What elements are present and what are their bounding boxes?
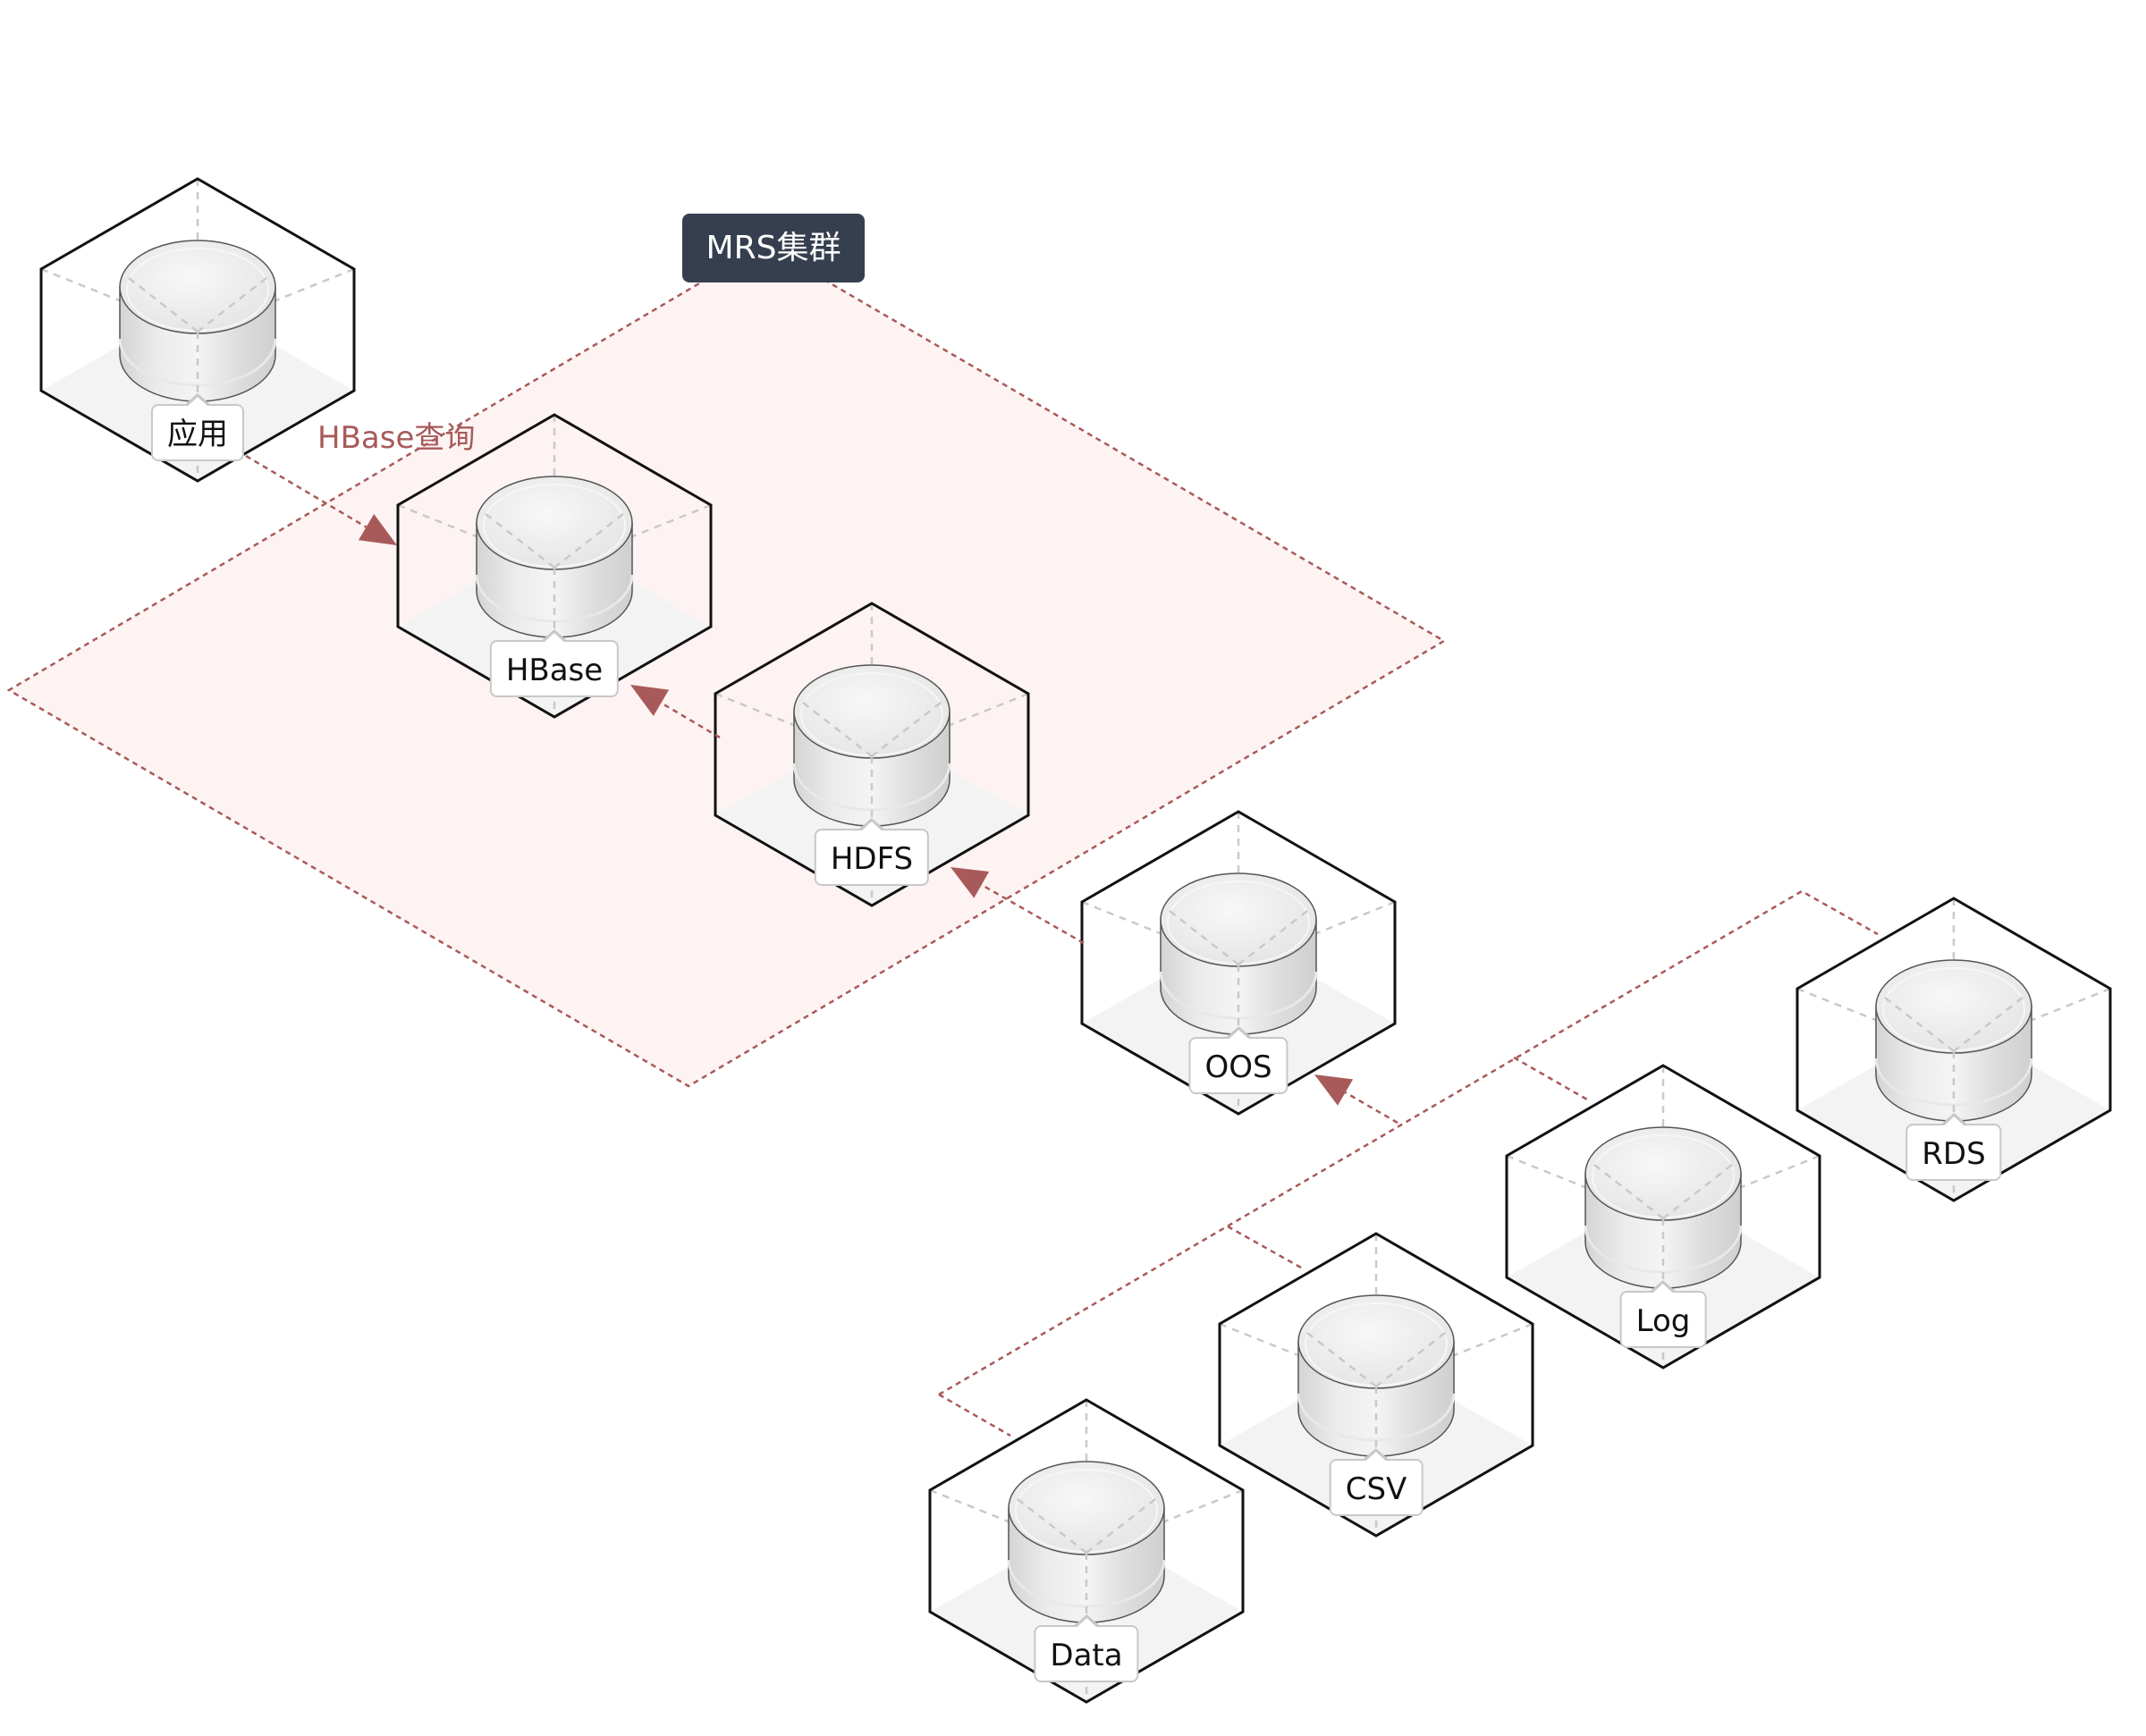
edge-app-to-hbase[interactable] — [245, 454, 397, 545]
cube-outline — [714, 602, 1030, 907]
cube-outline — [1080, 810, 1397, 1116]
cube-inner-edge — [485, 513, 555, 569]
cube-outline — [928, 1398, 1245, 1704]
edge-hdfs-to-hbase[interactable] — [630, 685, 721, 739]
node-label-log[interactable]: Log — [1619, 1291, 1707, 1348]
cube-inner-edge — [1017, 1498, 1087, 1554]
cube-inner-edge — [1593, 1164, 1664, 1219]
arrowhead-icon — [630, 685, 670, 716]
database-icon — [1159, 872, 1318, 1035]
edge-line — [1344, 1091, 1398, 1125]
node-hbase[interactable] — [396, 413, 713, 719]
node-label-rds[interactable]: RDS — [1905, 1124, 2002, 1181]
cube-outline — [1505, 1064, 1821, 1369]
cube-inner-edge — [1884, 997, 1955, 1052]
node-label-csv[interactable]: CSV — [1329, 1459, 1424, 1516]
database-icon — [792, 664, 951, 827]
database-icon — [475, 476, 634, 638]
stub-log — [1513, 1056, 1588, 1101]
edge-line — [981, 883, 1085, 945]
cube-inner-edge — [1169, 910, 1239, 965]
node-label-app[interactable]: 应用 — [151, 404, 244, 461]
cube-inner-edge — [871, 702, 942, 757]
cube-inner-edge — [1953, 997, 2023, 1052]
mrs-cluster-boundary — [6, 243, 1447, 1088]
cube-inner-edge — [128, 277, 199, 333]
node-oos[interactable] — [1080, 810, 1397, 1116]
edge-oos-to-hdfs[interactable] — [950, 867, 1085, 945]
cube-inner-edge — [802, 702, 873, 757]
cube-inner-edge — [1306, 1332, 1377, 1387]
cube-outline — [396, 413, 713, 719]
edge-line — [245, 454, 368, 528]
cube-inner-edge — [1238, 910, 1308, 965]
node-label-data[interactable]: Data — [1034, 1625, 1139, 1682]
data-source-boundary — [938, 889, 1879, 1437]
cube-inner-edge — [1375, 1332, 1446, 1387]
node-label-hdfs[interactable]: HDFS — [814, 829, 930, 886]
node-label-oos[interactable]: OOS — [1188, 1037, 1288, 1094]
cube-outline — [1218, 1232, 1534, 1538]
cube-inner-edge — [197, 277, 267, 333]
mrs-cluster-title: MRS集群 — [682, 214, 865, 282]
node-data[interactable] — [928, 1398, 1245, 1704]
edge-line — [660, 702, 721, 739]
cube-outline — [39, 177, 356, 483]
edge-label-hbase-query: HBase查询 — [317, 420, 476, 456]
cube-inner-edge — [1662, 1164, 1733, 1219]
edge-sources-to-oos[interactable] — [1314, 1074, 1398, 1125]
cube-inner-edge — [553, 513, 624, 569]
cube-inner-edge — [1086, 1498, 1156, 1554]
stub-csv — [1227, 1225, 1302, 1269]
arrowhead-icon — [1314, 1074, 1354, 1106]
arrowhead-icon — [358, 513, 397, 545]
node-label-hbase[interactable]: HBase — [489, 640, 620, 697]
database-icon — [1584, 1126, 1743, 1289]
cube-outline — [1795, 897, 2112, 1202]
database-icon — [1874, 959, 2033, 1122]
node-app[interactable] — [39, 177, 356, 483]
source-boundary-left — [938, 1393, 1011, 1437]
source-boundary-top — [938, 889, 1879, 1396]
arrowhead-icon — [950, 867, 990, 898]
database-icon — [1297, 1294, 1456, 1457]
